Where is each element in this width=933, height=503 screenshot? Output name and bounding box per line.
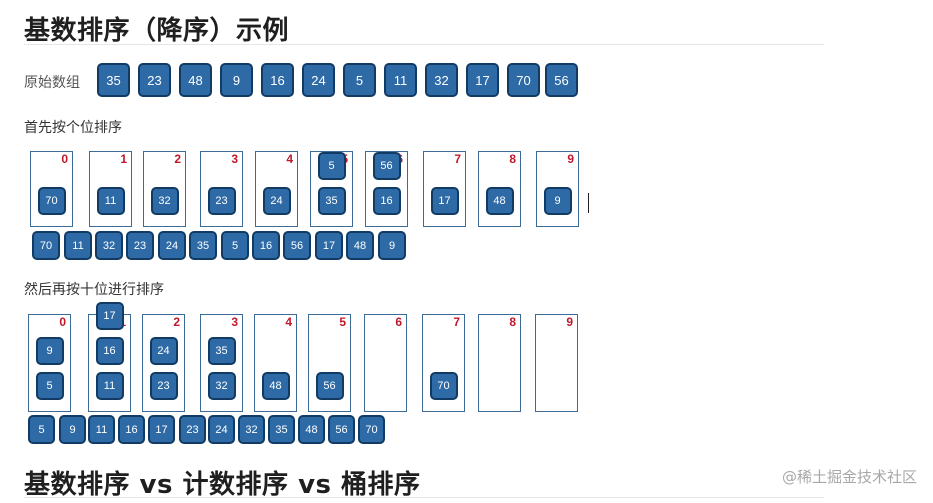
bucket-item: 17	[430, 187, 459, 215]
bucket-label: 8	[509, 315, 516, 329]
array-cell: 5	[221, 231, 249, 260]
bucket-label: 4	[285, 315, 292, 329]
bucket-item: 56	[372, 152, 401, 180]
bucket-item: 5	[35, 372, 64, 400]
array-cell: 70	[358, 415, 385, 444]
bucket-item: 17	[95, 302, 124, 330]
bucket-item: 11	[95, 372, 124, 400]
array-cell: 11	[64, 231, 92, 260]
array-cell: 56	[283, 231, 311, 260]
bucket-item: 32	[150, 187, 179, 215]
bucket-8: 8	[478, 314, 521, 412]
bucket-label: 2	[173, 315, 180, 329]
bucket-5: 5	[308, 314, 351, 412]
bucket-item: 48	[261, 372, 290, 400]
array-cell: 17	[148, 415, 175, 444]
array-cell: 48	[179, 63, 212, 97]
array-cell: 17	[315, 231, 343, 260]
bucket-6: 6	[364, 314, 407, 412]
array-cell: 23	[179, 415, 206, 444]
bucket-item: 70	[37, 187, 66, 215]
step2-label: 然后再按十位进行排序	[24, 282, 164, 298]
bucket-label: 2	[174, 152, 181, 166]
array-cell: 56	[328, 415, 355, 444]
array-cell: 11	[88, 415, 115, 444]
array-cell: 24	[208, 415, 235, 444]
text-cursor	[588, 193, 589, 213]
bucket-7: 7	[422, 314, 465, 412]
bucket-item: 24	[262, 187, 291, 215]
page-title: 基数排序（降序）示例	[24, 16, 290, 46]
array-cell: 23	[126, 231, 154, 260]
bucket-item: 70	[429, 372, 458, 400]
bucket-label: 6	[395, 315, 402, 329]
array-cell: 5	[343, 63, 376, 97]
array-cell: 70	[32, 231, 60, 260]
bucket-label: 3	[231, 152, 238, 166]
array-cell: 16	[261, 63, 294, 97]
bucket-item: 16	[95, 337, 124, 365]
array-cell: 35	[97, 63, 130, 97]
array-cell: 9	[220, 63, 253, 97]
array-cell: 32	[425, 63, 458, 97]
watermark: @稀土掘金技术社区	[781, 468, 917, 486]
bucket-label: 7	[454, 152, 461, 166]
array-cell: 48	[298, 415, 325, 444]
array-cell: 32	[238, 415, 265, 444]
bucket-item: 23	[207, 187, 236, 215]
bucket-item: 56	[315, 372, 344, 400]
bucket-label: 1	[120, 152, 127, 166]
bucket-item: 11	[96, 187, 125, 215]
array-cell: 5	[28, 415, 55, 444]
array-cell: 16	[252, 231, 280, 260]
array-cell: 24	[302, 63, 335, 97]
bucket-item: 9	[543, 187, 572, 215]
heading-divider	[24, 497, 824, 498]
array-cell: 70	[507, 63, 540, 97]
bucket-label: 9	[566, 315, 573, 329]
step1-label: 首先按个位排序	[24, 120, 122, 136]
array-cell: 17	[466, 63, 499, 97]
array-cell: 16	[118, 415, 145, 444]
array-cell: 48	[346, 231, 374, 260]
array-cell: 32	[95, 231, 123, 260]
bucket-item: 24	[149, 337, 178, 365]
section-heading: 基数排序 vs 计数排序 vs 桶排序	[24, 470, 421, 500]
bucket-item: 9	[35, 337, 64, 365]
original-array-label: 原始数组	[24, 75, 80, 91]
array-cell: 56	[545, 63, 578, 97]
bucket-item: 23	[149, 372, 178, 400]
array-cell: 24	[158, 231, 186, 260]
array-cell: 9	[378, 231, 406, 260]
bucket-9: 9	[535, 314, 578, 412]
bucket-label: 4	[286, 152, 293, 166]
array-cell: 35	[268, 415, 295, 444]
array-cell: 23	[138, 63, 171, 97]
bucket-item: 35	[207, 337, 236, 365]
bucket-label: 0	[59, 315, 66, 329]
bucket-label: 5	[339, 315, 346, 329]
array-cell: 9	[59, 415, 86, 444]
bucket-label: 7	[453, 315, 460, 329]
bucket-item: 48	[485, 187, 514, 215]
bucket-label: 9	[567, 152, 574, 166]
title-divider	[24, 44, 824, 45]
array-cell: 11	[384, 63, 417, 97]
array-cell: 35	[189, 231, 217, 260]
bucket-label: 0	[61, 152, 68, 166]
bucket-label: 8	[509, 152, 516, 166]
bucket-item: 35	[317, 187, 346, 215]
bucket-label: 3	[231, 315, 238, 329]
bucket-item: 32	[207, 372, 236, 400]
bucket-item: 16	[372, 187, 401, 215]
bucket-item: 5	[317, 152, 346, 180]
